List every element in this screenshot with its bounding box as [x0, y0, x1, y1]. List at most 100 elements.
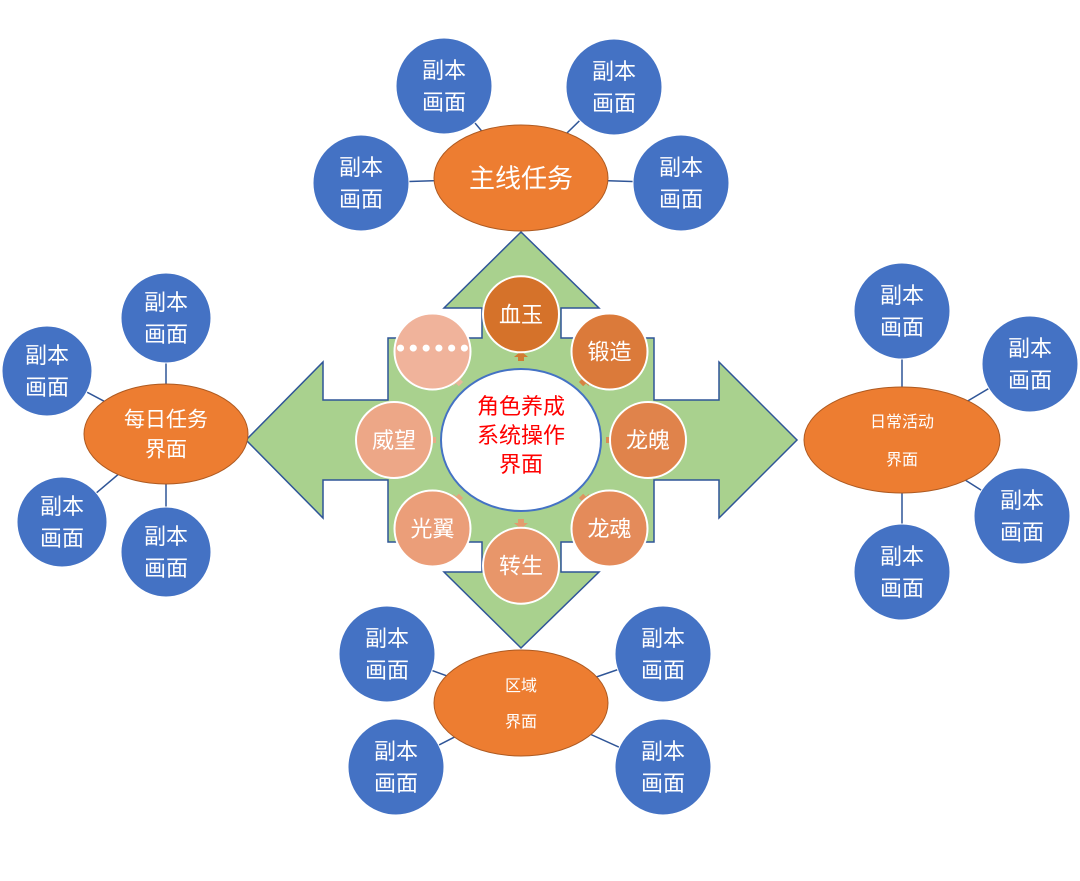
satellite-label: 副本	[25, 344, 69, 369]
satellite-circle	[312, 134, 410, 232]
satellite-label: 副本	[880, 545, 924, 570]
satellite-label: 副本	[659, 156, 703, 181]
satellite-label: 副本	[144, 291, 188, 316]
ring-item-label: 威望	[372, 429, 416, 454]
satellite-label: 副本	[880, 284, 924, 309]
satellite-label: 画面	[144, 557, 188, 582]
satellite-circle	[338, 605, 436, 703]
ring-item-1[interactable]: 血玉	[482, 275, 560, 354]
ring-item-label: 龙魂	[587, 518, 631, 543]
satellite-circle	[120, 506, 212, 598]
ring-item-label: 锻造	[587, 341, 631, 366]
satellite-label: 画面	[1008, 369, 1052, 394]
ring-item-3[interactable]: 龙魄	[609, 401, 687, 479]
mini-arrow-icon	[514, 351, 528, 361]
ring-item-circle	[393, 312, 472, 391]
hub-label: 日常活动	[870, 412, 934, 431]
ring-item-circle	[482, 526, 560, 605]
ring-item-label: 龙魄	[626, 429, 670, 454]
satellite-label: 画面	[422, 91, 466, 116]
ring-item-4[interactable]: 龙魂	[570, 489, 649, 568]
satellite-label: 副本	[1008, 337, 1052, 362]
ring-item-circle	[482, 275, 560, 354]
satellite-circle	[1, 325, 93, 417]
ring-item-circle	[393, 489, 472, 568]
satellite-label: 画面	[365, 659, 409, 684]
satellite-label: 画面	[659, 188, 703, 213]
ring-item-circle	[570, 312, 649, 391]
ring-item-label: 血玉	[499, 303, 543, 328]
satellite-label: 副本	[1000, 489, 1044, 514]
ring-item-label: ••••••	[394, 337, 471, 361]
satellite-circle	[981, 315, 1079, 413]
satellite-circle	[853, 523, 951, 621]
satellite-label: 画面	[40, 527, 84, 552]
hub-label: 界面	[145, 438, 187, 462]
hub-label: 每日任务	[124, 408, 208, 432]
mini-arrow-icon	[514, 519, 528, 529]
hub-label: 主线任务	[469, 164, 573, 194]
satellite-label: 画面	[374, 772, 418, 797]
center-title-line-2: 系统操作	[477, 424, 565, 449]
hub-label: 区域	[505, 676, 537, 695]
ring-item-circle	[570, 489, 649, 568]
ring-item-8[interactable]: ••••••	[393, 312, 472, 391]
center-title-line-1: 角色养成	[477, 395, 565, 420]
hub-ellipse	[83, 383, 249, 485]
ring-item-6[interactable]: 光翼	[393, 489, 472, 568]
hub-label: 界面	[505, 712, 537, 731]
ring-item-2[interactable]: 锻造	[570, 312, 649, 391]
ring-item-5[interactable]: 转生	[482, 526, 560, 605]
satellite-label: 画面	[25, 376, 69, 401]
satellite-label: 画面	[144, 323, 188, 348]
satellite-circle	[632, 134, 730, 232]
satellite-label: 副本	[641, 740, 685, 765]
ring-item-7[interactable]: 威望	[355, 401, 433, 479]
satellite-label: 副本	[374, 740, 418, 765]
hub-node-top[interactable]: 主线任务	[433, 124, 609, 232]
hub-ellipse	[433, 649, 609, 757]
satellite-label: 副本	[339, 156, 383, 181]
satellite-label: 画面	[592, 92, 636, 117]
center-title-line-3: 界面	[499, 453, 543, 478]
satellite-circle	[973, 467, 1071, 565]
ring-item-circle	[355, 401, 433, 479]
satellite-circle	[614, 605, 712, 703]
satellite-circle	[395, 37, 493, 135]
satellite-circle	[853, 262, 951, 360]
satellite-nodes: 副本画面副本画面副本画面副本画面副本画面副本画面副本画面副本画面副本画面副本画面…	[1, 37, 1079, 816]
center-node[interactable]	[440, 368, 602, 512]
satellite-label: 副本	[365, 627, 409, 652]
satellite-label: 副本	[592, 60, 636, 85]
satellite-label: 画面	[339, 188, 383, 213]
satellite-circle	[614, 718, 712, 816]
ring-item-label: 转生	[499, 555, 543, 580]
satellite-label: 画面	[641, 659, 685, 684]
satellite-circle	[120, 272, 212, 364]
ring-item-label: 光翼	[410, 518, 454, 543]
satellite-label: 画面	[641, 772, 685, 797]
satellite-label: 副本	[641, 627, 685, 652]
satellite-label: 画面	[880, 316, 924, 341]
